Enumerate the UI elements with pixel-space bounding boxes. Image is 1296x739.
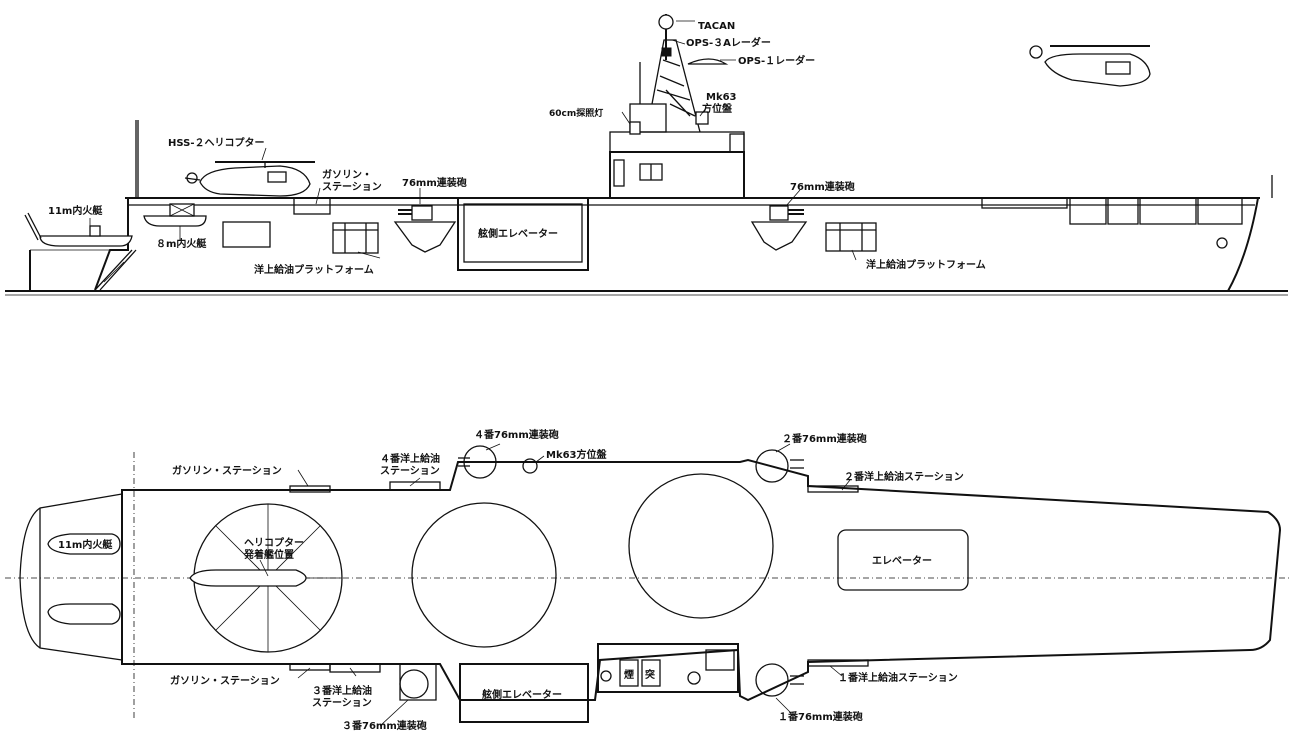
boat-11m-side [24, 212, 133, 247]
label-heli-a: ヘリコプター [244, 536, 304, 549]
side-elevator-plan [459, 663, 589, 723]
label-gas-a: ガソリン・ [322, 168, 372, 181]
label-fuel3-b: ステーション [312, 697, 372, 709]
label-funnel-a: 煙 [624, 668, 634, 681]
label-gun3: ３番76mm連装砲 [342, 719, 427, 732]
gun-4-plan [458, 445, 497, 479]
label-gas-top: ガソリン・ステーション [172, 464, 282, 477]
hss2-helicopter-flying [1029, 45, 1151, 87]
label-fuel-aft: 洋上給油プラットフォーム [254, 263, 374, 276]
deck-elevator [837, 529, 969, 591]
label-ops1: OPS-１レーダー [738, 54, 815, 67]
label-helicopter: HSS-２ヘリコプター [168, 136, 264, 149]
label-funnel-b: 突 [645, 668, 655, 681]
side-view: TACAN OPS-３Aレーダー OPS-１レーダー Mk63 方位盤 60cm… [5, 14, 1288, 296]
gun-3-plan [399, 663, 437, 701]
label-gun76-aft: 76mm連装砲 [402, 176, 467, 189]
label-elevator-side-plan: 舷側エレベーター [482, 688, 562, 701]
plan-view: ４番76mm連装砲 Mk63方位盤 ２番76mm連装砲 ガソリン・ステーション … [5, 428, 1292, 732]
gun-1-plan [755, 663, 804, 697]
label-boat8-side: ８m内火艇 [156, 237, 207, 250]
label-gun2: ２番76mm連装砲 [782, 432, 867, 445]
boat-11m-plan [47, 533, 121, 555]
label-elevator-deck: エレベーター [872, 555, 932, 567]
fuel-platform-aft [332, 222, 379, 254]
gun-76mm-aft-side [393, 205, 457, 253]
label-fuel-fwd: 洋上給油プラットフォーム [866, 258, 986, 271]
label-heli-b: 発着艦位置 [243, 548, 294, 561]
island-plan [597, 643, 739, 693]
label-gun1: １番76mm連装砲 [778, 710, 863, 723]
label-tacan: TACAN [698, 21, 735, 32]
label-fuel3-a: ３番洋上給油 [312, 684, 372, 697]
flight-deck-outline [121, 458, 1282, 702]
label-fuel4-a: ４番洋上給油 [380, 452, 440, 465]
label-gun4: ４番76mm連装砲 [474, 428, 559, 441]
label-gas-b: ステーション [322, 181, 382, 193]
label-gas-bottom: ガソリン・ステーション [170, 674, 280, 687]
elevator-well-mid [628, 473, 774, 619]
elevator-well-aft [411, 502, 557, 648]
mk63-director-plan [522, 458, 538, 474]
gun-2-plan [755, 449, 804, 483]
label-mk63: Mk63方位盤 [546, 448, 608, 461]
label-elevator-side: 舷側エレベーター [478, 227, 558, 240]
label-searchlight: 60cm探照灯 [549, 107, 603, 119]
hull-side [29, 197, 1260, 292]
label-boat11-plan: 11m内火艇 [58, 538, 113, 551]
label-boat11-side: 11m内火艇 [48, 204, 103, 217]
label-fuel4-b: ステーション [380, 465, 440, 477]
hss2-helicopter-side [184, 161, 315, 197]
label-mk63-a: Mk63 [706, 92, 737, 103]
fuel-platform-fwd [825, 222, 877, 252]
label-mk63-b: 方位盤 [702, 102, 733, 115]
label-gun76-fwd: 76mm連装砲 [790, 180, 855, 193]
island [609, 14, 745, 199]
side-elevator-side [457, 197, 589, 271]
label-fuel2: ２番洋上給油ステーション [844, 470, 964, 483]
label-fuel1: １番洋上給油ステーション [838, 671, 958, 684]
boat-8m-side [143, 203, 207, 227]
gun-76mm-fwd-side [750, 205, 808, 251]
label-ops3a: OPS-３Aレーダー [686, 36, 771, 49]
